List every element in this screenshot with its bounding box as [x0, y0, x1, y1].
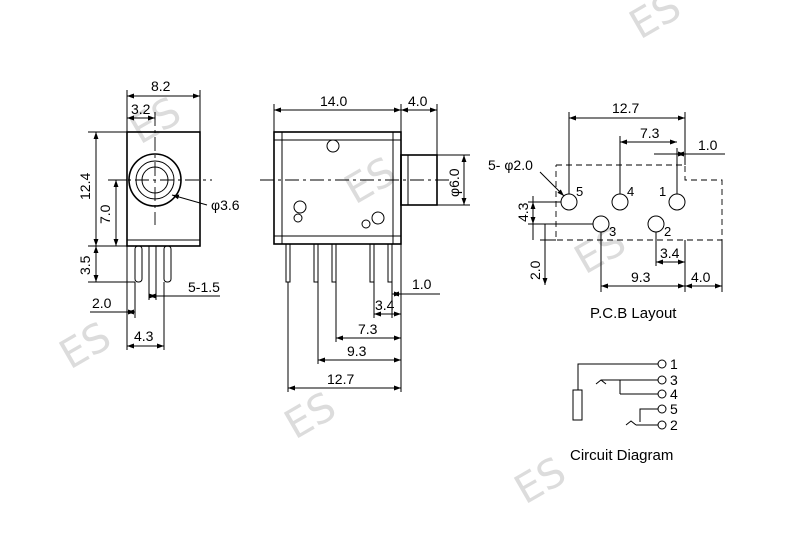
side-pin: [285, 243, 291, 283]
watermark-text: ES: [567, 218, 634, 283]
pcb-dim-127: 12.7: [612, 100, 639, 116]
terminal-label: 4: [670, 386, 678, 402]
dim-barrel-dia: φ6.0: [446, 168, 462, 197]
terminal-2: [657, 420, 667, 430]
watermark-text: ES: [337, 148, 404, 213]
front-view: 8.2 3.2 12.4 7.0 3.5 φ3.6 2.0 5-1.5 4.3: [77, 78, 240, 350]
dim-73: 7.3: [358, 321, 378, 337]
dim-pin-pitch: 4.3: [134, 328, 154, 344]
front-pin: [134, 245, 143, 283]
pcb-dim-40: 4.0: [691, 269, 711, 285]
circuit-caption: Circuit Diagram: [570, 447, 673, 464]
terminal-label: 5: [670, 401, 678, 417]
side-hole: [293, 213, 303, 223]
pcb-pin-label: 3: [609, 224, 616, 239]
terminal-label: 3: [670, 372, 678, 388]
pcb-outline: [555, 164, 723, 241]
pcb-dim-73: 7.3: [640, 125, 660, 141]
dim-34: 3.4: [375, 297, 395, 313]
side-hole: [293, 200, 307, 214]
pcb-pin-label: 2: [664, 224, 671, 239]
side-pin: [387, 243, 393, 283]
pcb-hole-2: [647, 215, 665, 233]
pcb-dim-43: 4.3: [515, 202, 531, 222]
pcb-hole-5: [560, 193, 578, 211]
dim-pin-length: 3.5: [77, 255, 93, 275]
dim-127: 12.7: [327, 371, 354, 387]
dim-length: 14.0: [320, 93, 347, 109]
terminal-5: [657, 404, 667, 414]
side-hole: [326, 139, 340, 153]
dim-width: 8.2: [151, 78, 171, 94]
terminal-1: [657, 359, 667, 369]
front-body: [126, 131, 201, 247]
pcb-dim-10: 1.0: [698, 137, 718, 153]
dim-height: 12.4: [77, 173, 93, 200]
watermark-text: ES: [622, 0, 689, 49]
terminal-3: [657, 375, 667, 385]
pcb-hole-1: [668, 193, 686, 211]
side-pin: [313, 243, 319, 283]
pcb-layout: 5 4 1 3 2 12.7 7.3 1.0 5- φ2.0 4.3 2.0: [488, 100, 725, 322]
pcb-pin-label: 4: [627, 184, 634, 199]
pcb-dim-34: 3.4: [660, 245, 680, 261]
watermark-text: ES: [507, 448, 574, 513]
terminal-label: 2: [670, 417, 678, 433]
watermark-text: ES: [277, 383, 344, 448]
jack-body: [572, 389, 583, 421]
dim-hole-height: 7.0: [97, 204, 113, 224]
pcb-holes-label: 5- φ2.0: [488, 157, 533, 173]
dim-barrel-length: 4.0: [408, 93, 428, 109]
front-pin: [163, 245, 172, 283]
dim-hole-offset: 3.2: [131, 101, 151, 117]
pcb-pin-label: 1: [659, 184, 666, 199]
terminal-4: [657, 389, 667, 399]
side-pin: [369, 243, 375, 283]
dim-93: 9.3: [347, 343, 367, 359]
side-pin: [331, 243, 337, 283]
circuit-diagram: 1 3 4 5 2 Circuit Diagram: [570, 356, 678, 464]
pcb-hole-4: [611, 193, 629, 211]
terminal-label: 1: [670, 356, 678, 372]
side-hole: [361, 219, 371, 229]
pcb-dim-93: 9.3: [631, 269, 651, 285]
dim-pin-offset: 2.0: [92, 295, 112, 311]
dim-hole-dia: φ3.6: [211, 197, 240, 213]
pcb-caption: P.C.B Layout: [590, 305, 677, 322]
pcb-dim-20: 2.0: [527, 260, 543, 280]
watermark-text: ES: [52, 313, 119, 378]
pcb-pin-label: 5: [576, 184, 583, 199]
side-view: 14.0 4.0 φ6.0 1.0 3.4 7.3 9.3 12.7: [260, 93, 470, 392]
side-hole: [371, 211, 385, 225]
dim-pin-range: 5-1.5: [188, 279, 220, 295]
dim-gap: 1.0: [412, 276, 432, 292]
